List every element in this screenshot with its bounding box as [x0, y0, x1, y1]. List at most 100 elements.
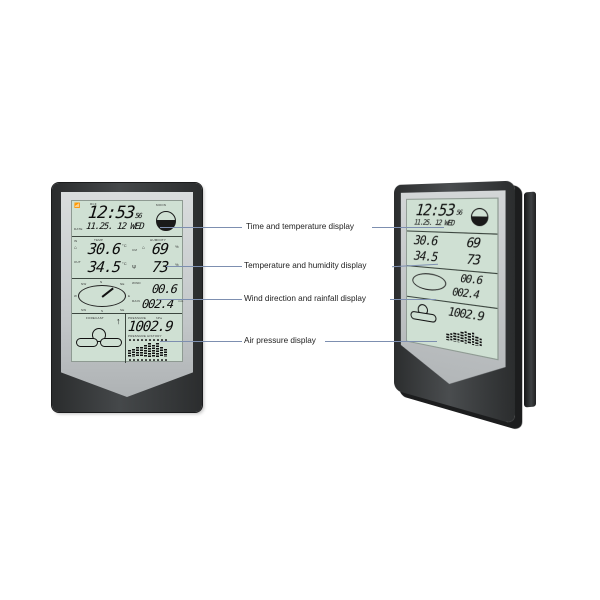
history-bar	[475, 336, 478, 346]
side-cloud-icon	[410, 310, 437, 324]
history-bar	[471, 332, 475, 346]
side-pressure-history-bars	[446, 327, 482, 347]
callout-line-pressure-left	[160, 341, 242, 342]
indoor-temp-value: 30.6	[87, 240, 122, 258]
history-bar	[467, 333, 471, 345]
callout-line-pressure-right	[325, 341, 437, 342]
side-wind-speed: 00.6	[459, 273, 483, 288]
rcc-label: RCF	[90, 202, 97, 206]
forecast-label: FORECAST	[86, 316, 104, 320]
side-lcd-screen: 12:53 56 11.25. 12 WED 30.6 69 34.5 73 0…	[406, 197, 499, 361]
trend-arrow-icon: ↑	[116, 316, 121, 326]
in-label: IN	[74, 239, 78, 243]
forecast-pressure-section: FORECAST ↑ PRESSURE hPa 1002.9 PRESSURE …	[72, 314, 182, 363]
temp-label: TEMP	[94, 238, 104, 242]
weather-station-front: 📶 RCF 12:53 56 DATE 11.25. 12 WED MOON I…	[52, 183, 202, 412]
history-bar	[446, 333, 449, 341]
compass-s: S	[101, 309, 104, 313]
seconds-value: 56	[134, 212, 142, 220]
wind-speed-value: 00.6	[151, 282, 178, 296]
pressure-value: 1002.9	[127, 319, 174, 335]
rain-unit: mm	[178, 299, 184, 303]
side-pressure-value: 1002.9	[447, 304, 485, 325]
history-bar	[144, 345, 147, 357]
callout-wind-rainfall: Wind direction and rainfall display	[244, 294, 366, 303]
history-dots-bottom	[129, 359, 167, 361]
history-bar	[152, 345, 155, 357]
outdoor-humidity-unit: %	[175, 262, 179, 267]
callout-time-temperature: Time and temperature display	[246, 222, 355, 231]
moon-label: MOON	[156, 203, 167, 207]
rain-label: RAIN	[132, 299, 140, 303]
date-label: DATE	[74, 227, 83, 231]
callout-line-time-left	[160, 227, 242, 228]
date-value: 11.25. 12 WED	[85, 222, 145, 232]
compass-sw: SW	[81, 308, 87, 312]
time-section: 📶 RCF 12:53 56 DATE 11.25. 12 WED MOON	[72, 201, 182, 237]
lcd-screen: 📶 RCF 12:53 56 DATE 11.25. 12 WED MOON I…	[71, 200, 184, 363]
indoor-temp-unit: °C	[122, 243, 127, 248]
compass-n: N	[100, 280, 103, 284]
device-edge	[524, 191, 536, 408]
pressure-label: PRESSURE	[128, 316, 147, 320]
house-icon: ⌂	[74, 245, 78, 251]
side-device-body: 12:53 56 11.25. 12 WED 30.6 69 34.5 73 0…	[394, 180, 516, 425]
outdoor-humidity-value: 73	[151, 258, 170, 276]
section-divider	[125, 314, 126, 363]
compass-ne: NE	[120, 282, 125, 286]
history-bar	[449, 333, 453, 342]
history-bar	[160, 346, 163, 357]
history-bar	[148, 343, 151, 357]
history-bar	[164, 348, 167, 357]
pressure-unit-top: hPa	[156, 316, 162, 320]
compass-nw: NW	[81, 282, 87, 286]
radio-signal-icon: 📶	[74, 203, 81, 209]
history-bar	[128, 350, 131, 357]
pressure-history-label: PRESSURE HISTORY	[128, 334, 162, 338]
callout-line-wind-left	[158, 299, 242, 300]
house-icon-right: ⌂	[142, 245, 146, 251]
history-bar	[453, 332, 456, 342]
history-bar	[132, 348, 135, 357]
wind-compass	[78, 285, 126, 307]
antenna-icon: Ψ	[132, 265, 137, 271]
side-time-value: 12:53	[415, 200, 456, 221]
outdoor-temp-value: 34.5	[87, 258, 122, 276]
compass-w: W	[74, 294, 78, 298]
side-outdoor-humidity: 73	[465, 251, 481, 269]
weather-station-side: 12:53 56 11.25. 12 WED 30.6 69 34.5 73 0…	[384, 180, 554, 425]
history-dots-top	[129, 339, 167, 341]
comfort-icon: CM	[132, 248, 138, 252]
side-seconds-value: 56	[456, 209, 463, 217]
moon-phase-icon	[156, 211, 176, 231]
compass-se: SE	[120, 308, 125, 312]
history-bar	[460, 331, 464, 344]
side-moon-icon	[470, 207, 489, 227]
callout-line-temp-left	[166, 266, 242, 267]
history-bar	[156, 343, 159, 357]
history-bar	[479, 338, 482, 347]
side-outdoor-temp: 34.5	[413, 248, 439, 265]
history-bar	[464, 330, 467, 344]
out-label: OUT	[74, 260, 81, 264]
side-indoor-humidity: 69	[465, 234, 481, 252]
callout-temperature-humidity: Temperature and humidity display	[244, 261, 367, 270]
callout-line-time-right	[372, 227, 444, 228]
cloud-icon-right	[100, 338, 122, 347]
temp-humidity-section: IN TEMP ⌂ 30.6 °C CM HUMIDITY ⌂ 69 % OUT…	[72, 237, 182, 279]
humidity-label: HUMIDITY	[150, 238, 167, 242]
pressure-history-bars	[128, 343, 167, 357]
time-value: 12:53	[87, 203, 136, 223]
wind-label: WIND	[132, 281, 141, 285]
history-bar	[456, 332, 460, 343]
wind-rain-section: N NE E SE S SW W NW WIND 00.6 RAIN 002.4…	[72, 279, 184, 314]
callout-air-pressure: Air pressure display	[244, 336, 316, 345]
compass-e: E	[128, 294, 131, 298]
history-bar	[140, 346, 143, 357]
side-indoor-temp: 30.6	[413, 232, 439, 249]
callout-line-wind-right	[390, 299, 436, 300]
humidity-unit: %	[175, 244, 179, 249]
cloud-icon-left	[76, 338, 98, 347]
side-wind-compass	[412, 271, 447, 293]
side-rainfall: 002.4	[451, 286, 480, 302]
